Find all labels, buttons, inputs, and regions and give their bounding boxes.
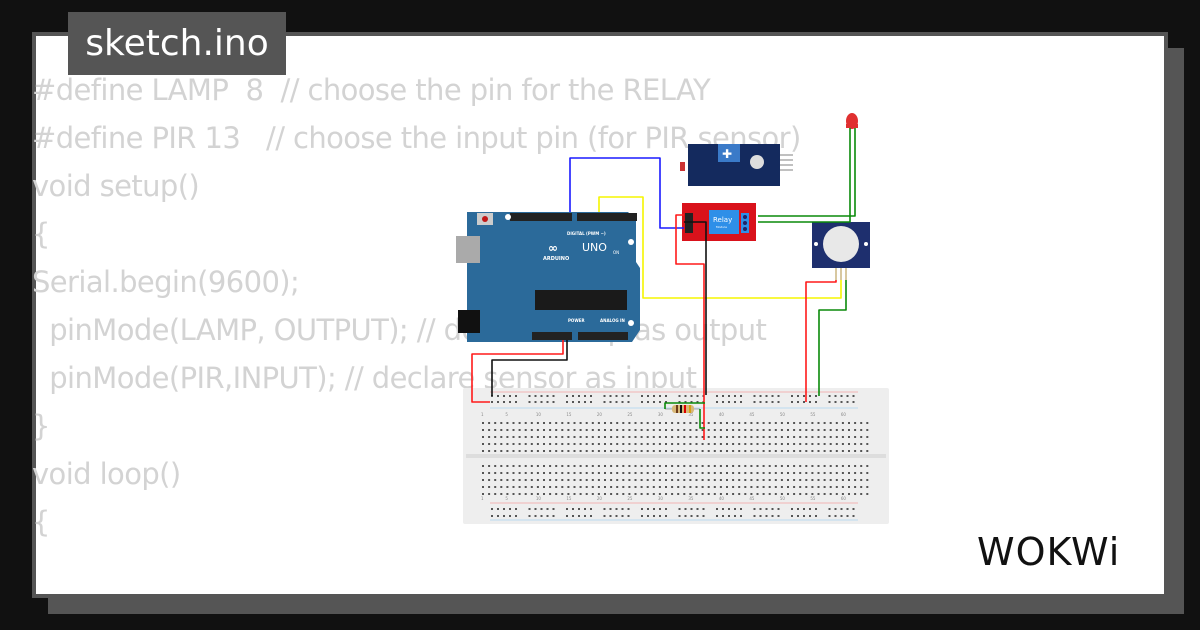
breadboard-column-label: 20 bbox=[597, 412, 603, 417]
arduino-infinity-icon: ∞ bbox=[548, 241, 558, 255]
relay-label: Relay bbox=[713, 216, 732, 224]
wire-green-resistor[interactable] bbox=[664, 402, 705, 409]
code-line: void loop() bbox=[32, 457, 181, 491]
breadboard-column-label: 1 bbox=[481, 496, 484, 501]
usb-port bbox=[456, 236, 480, 263]
photoresistor-module[interactable]: ✚ bbox=[680, 144, 793, 186]
code-line: { bbox=[32, 217, 50, 251]
relay-sublabel: Module bbox=[716, 225, 727, 229]
breadboard-column-label: 15 bbox=[566, 496, 572, 501]
breadboard-column-label: 20 bbox=[597, 496, 603, 501]
code-line: #define LAMP 8 // choose the pin for the… bbox=[32, 73, 711, 107]
breadboard-column-label: 45 bbox=[749, 412, 755, 417]
breadboard-column-label: 50 bbox=[780, 496, 786, 501]
breadboard-column-label: 15 bbox=[566, 412, 572, 417]
wire-black-gnd[interactable] bbox=[491, 340, 568, 396]
breadboard-column-label: 40 bbox=[719, 496, 725, 501]
file-title-tab: sketch.ino bbox=[68, 12, 286, 75]
pir-sensor[interactable] bbox=[812, 222, 870, 280]
wokwi-logo-text: WOKWi bbox=[977, 530, 1120, 574]
power-jack bbox=[458, 310, 480, 333]
resistor[interactable] bbox=[665, 405, 700, 413]
code-line: pinMode(PIR,INPUT); // declare sensor as… bbox=[32, 361, 697, 395]
arduino-brand-label: ARDUINO bbox=[543, 256, 569, 262]
code-line: } bbox=[32, 409, 50, 443]
breadboard-column-label: 5 bbox=[505, 412, 508, 417]
breadboard: 1155101015152020252530303535404045455050… bbox=[463, 388, 889, 524]
wire-green-led1[interactable] bbox=[758, 128, 851, 223]
breadboard-column-label: 55 bbox=[810, 412, 816, 417]
breadboard-column-label: 25 bbox=[627, 412, 633, 417]
red-led[interactable] bbox=[846, 113, 858, 129]
breadboard-column-label: 5 bbox=[505, 496, 508, 501]
breadboard-column-label: 55 bbox=[810, 496, 816, 501]
wire-green-pir[interactable] bbox=[818, 280, 847, 396]
potentiometer-icon: ✚ bbox=[722, 147, 732, 161]
breadboard-column-label: 45 bbox=[749, 496, 755, 501]
wire-red-pir[interactable] bbox=[805, 280, 837, 402]
breadboard-column-label: 10 bbox=[536, 412, 542, 417]
code-preview: #define LAMP 8 // choose the pin for the… bbox=[32, 66, 801, 546]
breadboard-column-label: 50 bbox=[780, 412, 786, 417]
code-line: Serial.begin(9600); bbox=[32, 265, 300, 299]
breadboard-column-label: 1 bbox=[481, 412, 484, 417]
breadboard-column-label: 30 bbox=[658, 496, 664, 501]
breadboard-column-label: 35 bbox=[688, 412, 694, 417]
reset-button[interactable] bbox=[482, 216, 488, 222]
code-line: void setup() bbox=[32, 169, 200, 203]
code-line: { bbox=[32, 505, 50, 539]
breadboard-column-label: 60 bbox=[841, 412, 847, 417]
wire-red-5v[interactable] bbox=[471, 340, 564, 403]
wire-blue[interactable] bbox=[569, 157, 684, 229]
digital-label: DIGITAL (PWM ~) bbox=[567, 231, 606, 236]
breadboard-column-label: 30 bbox=[658, 412, 664, 417]
wires bbox=[471, 128, 856, 440]
wokwi-logo: WOKWi bbox=[977, 530, 1120, 574]
wire-black-relay[interactable] bbox=[684, 221, 707, 395]
wire-green-led2[interactable] bbox=[758, 128, 856, 217]
breadboard-column-label: 25 bbox=[627, 496, 633, 501]
analog-label: ANALOG IN bbox=[600, 318, 625, 323]
breadboard-column-label: 60 bbox=[841, 496, 847, 501]
arduino-model-label: UNO bbox=[582, 241, 607, 254]
breadboard-column-label: 10 bbox=[536, 496, 542, 501]
on-label: ON bbox=[613, 250, 619, 255]
breadboard-column-label: 35 bbox=[688, 496, 694, 501]
breadboard-column-label: 40 bbox=[719, 412, 725, 417]
power-label: POWER bbox=[568, 318, 585, 323]
wire-red-relay[interactable] bbox=[675, 214, 705, 440]
wire-green-resistor2[interactable] bbox=[699, 409, 705, 429]
wire-yellow[interactable] bbox=[598, 196, 842, 299]
arduino-uno[interactable]: ∞ UNO ARDUINO DIGITAL (PWM ~) POWER ANAL… bbox=[456, 212, 640, 342]
